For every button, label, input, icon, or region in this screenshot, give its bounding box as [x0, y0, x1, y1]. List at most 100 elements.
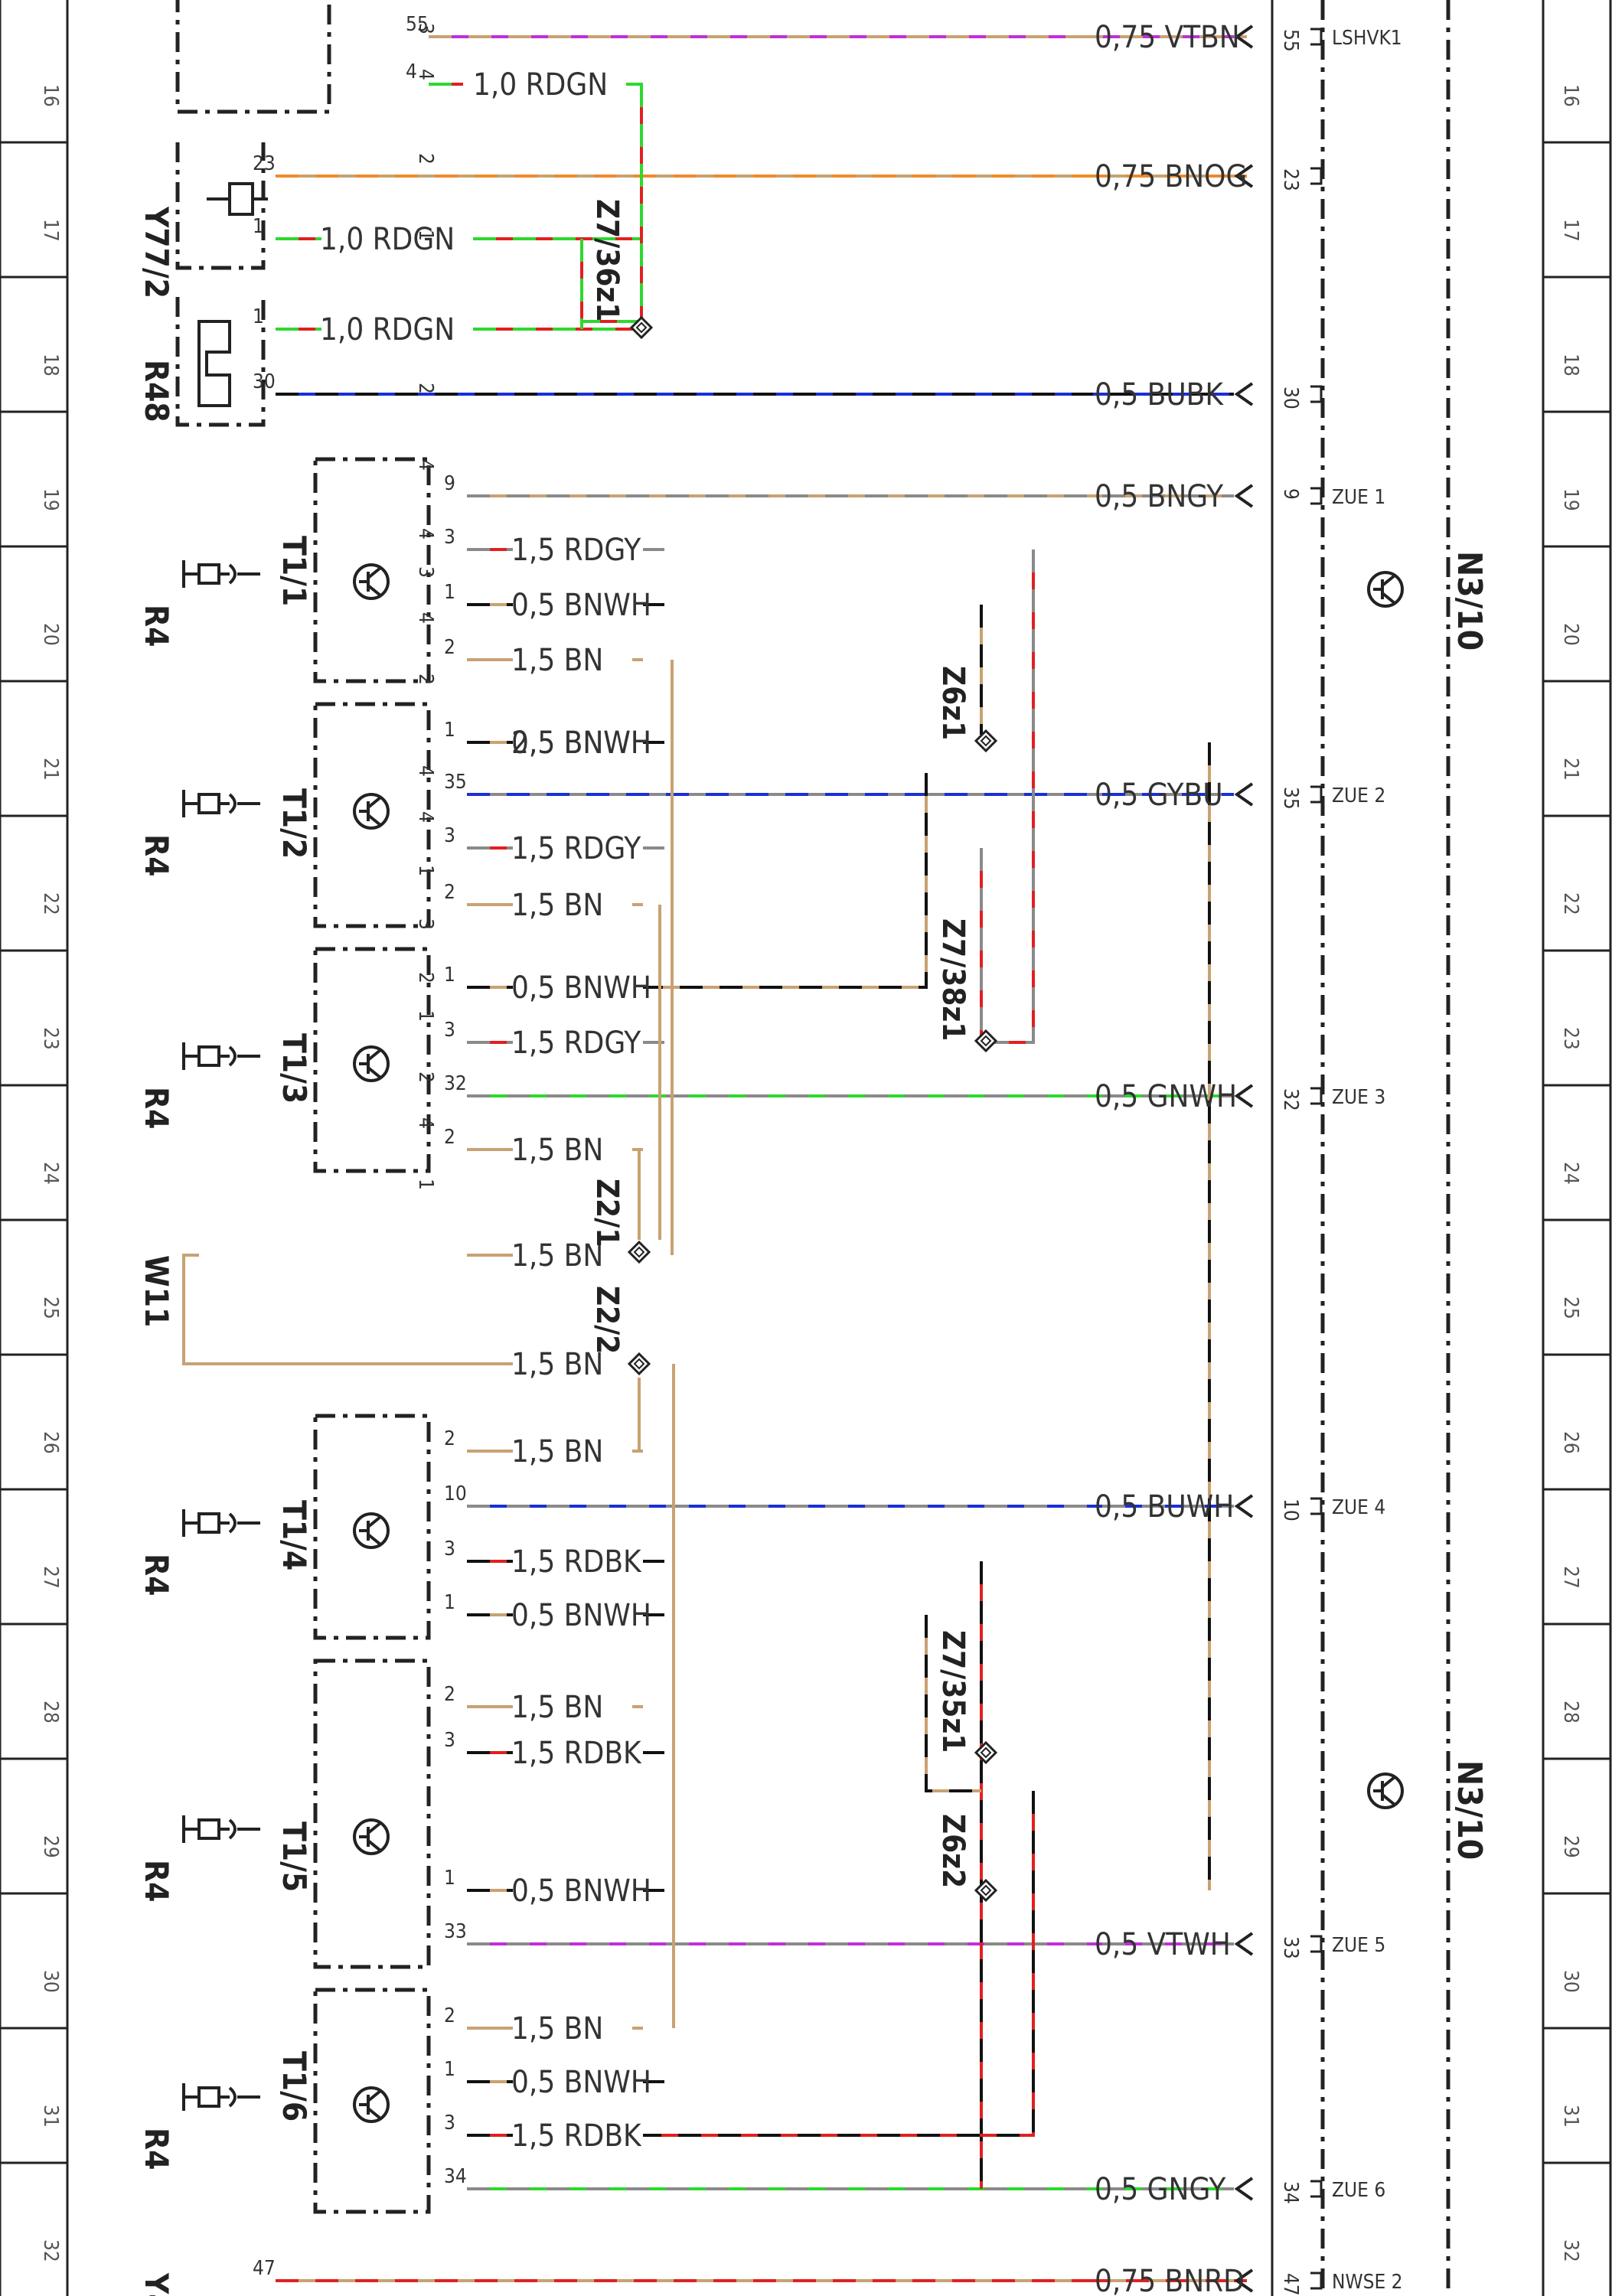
wire-label: 1,5 RDBK — [511, 1736, 642, 1771]
transistor-symbol-icon — [353, 563, 390, 600]
wire-label: 1,5 RDGY — [511, 831, 641, 866]
ecu-pin-arrow — [1234, 2268, 1254, 2293]
component-box-y77 — [175, 142, 266, 270]
splice-label: Z7/36z1 — [589, 199, 625, 321]
pin-number: 2 — [444, 636, 455, 659]
splice-point-inner — [980, 1884, 992, 1896]
ecu-pin-terminal — [1310, 2180, 1323, 2198]
ecu-pin-number: 10 — [1279, 1499, 1302, 1521]
splice-label: Z2/2 — [589, 1286, 625, 1354]
wire-label: 1,5 BN — [511, 1238, 603, 1274]
pin-number: 3 — [444, 2112, 455, 2135]
ecu-transistor-icon-glyph — [1373, 574, 1396, 605]
row-number-left: 22 — [39, 892, 62, 915]
component-layer — [175, 0, 1450, 2296]
ecu-pin-name: ZUE 3 — [1332, 1086, 1385, 1109]
transistor-symbol-icon — [353, 793, 390, 830]
row-number-right: 30 — [1559, 1970, 1582, 1993]
ecu-pin-terminal — [1310, 1935, 1323, 1953]
transistor-symbol-icon — [353, 1818, 390, 1855]
pin-number: 3 — [444, 1729, 455, 1752]
pin-number: 1 — [253, 215, 264, 238]
ecu-label: N3/10 — [1450, 551, 1489, 651]
ground-label: R4 — [138, 834, 175, 876]
transistor-symbol-icon-glyph — [359, 1821, 382, 1852]
pin-number: 34 — [444, 2165, 467, 2188]
vertical-run-stripe — [925, 1615, 981, 1792]
row-number-right: 25 — [1559, 1296, 1582, 1319]
ground-label: R4 — [138, 1860, 175, 1902]
vertical-run — [643, 1791, 1035, 2137]
module-pin-number: 1 — [414, 1179, 437, 1190]
pin-number: 2 — [444, 1126, 455, 1149]
transistor-module-box — [313, 1658, 431, 1969]
ecu-pin-arrow — [1234, 1084, 1254, 1108]
component-label: T1/3 — [276, 1033, 313, 1104]
wire-label: 0,5 BUBK — [1095, 377, 1224, 413]
module-pin-number: 3 — [414, 23, 437, 34]
pin-number: 2 — [444, 1683, 455, 1706]
ground-connector-icon — [182, 1815, 260, 1843]
row-number-left: 26 — [39, 1431, 62, 1454]
module-pin-number: 4 — [414, 765, 437, 777]
ground-label: R4 — [138, 2128, 175, 2170]
wire-label: 1,5 BN — [511, 2011, 603, 2047]
ecu-pin-terminal — [1310, 1497, 1323, 1515]
ground-connector-icon — [182, 1042, 260, 1070]
pin-number: 1 — [444, 719, 455, 742]
row-number-left: 24 — [39, 1162, 62, 1185]
ecu-pin-terminal — [1310, 167, 1323, 185]
module-pin-number: 1 — [414, 1010, 437, 1022]
ecu-pin-number: 32 — [1279, 1088, 1302, 1111]
module-pin-number: 1 — [414, 230, 437, 241]
transistor-symbol-icon — [353, 1512, 390, 1549]
wire-label: 1,0 RDGN — [320, 222, 455, 257]
transistor-symbol-icon-glyph — [359, 566, 382, 597]
wire-label: 1,5 BN — [511, 1434, 603, 1469]
wire-label: 1,5 RDBK — [511, 1544, 642, 1580]
ecu-pin-terminal — [1310, 2272, 1323, 2290]
wire-label: 0,75 BNOG — [1095, 159, 1247, 194]
pin-number: 3 — [444, 1538, 455, 1561]
solenoid-valve-icon — [207, 182, 268, 216]
component-label: T1/4 — [276, 1500, 313, 1570]
ecu-pin-arrow — [1234, 484, 1254, 508]
row-number-left: 17 — [39, 219, 62, 242]
row-number-left: 19 — [39, 488, 62, 511]
pin-number: 3 — [444, 526, 455, 549]
row-number-right: 32 — [1559, 2239, 1582, 2262]
transistor-module-box — [313, 457, 431, 683]
wire-label: 0,5 BUWH — [1095, 1489, 1234, 1525]
transistor-module-box — [313, 702, 431, 928]
module-pin-number: 4 — [414, 459, 437, 471]
splice-point-inner — [980, 735, 992, 747]
pin-number: 1 — [444, 1867, 455, 1890]
module-pin-number: 4 — [414, 69, 437, 80]
row-number-left: 28 — [39, 1701, 62, 1724]
splice-point-inner — [633, 1358, 645, 1370]
pin-number: 1 — [253, 305, 264, 328]
ecu-pin-number: 55 — [1279, 29, 1302, 52]
ecu-pin-arrow — [1234, 782, 1254, 807]
ecu-pin-number: 23 — [1279, 168, 1302, 191]
ecu-pin-terminal — [1310, 385, 1323, 403]
wire-label: 1,5 RDGY — [511, 533, 641, 568]
wire-label: 0,75 BNRD — [1095, 2264, 1245, 2296]
ground-connector-icon — [182, 560, 260, 588]
ecu-transistor-icon-2-glyph — [1373, 1776, 1396, 1806]
module-pin-number: 3 — [414, 566, 437, 578]
ground-connector-icon — [182, 1509, 260, 1537]
row-number-right: 26 — [1559, 1431, 1582, 1454]
ecu-pin-arrow — [1234, 382, 1254, 406]
wire-label: 0,5 GNGY — [1095, 2172, 1226, 2207]
component-label: Y77/2 — [138, 206, 175, 298]
pin-number: 10 — [444, 1482, 467, 1505]
module-pin-number: 2 — [414, 972, 437, 983]
splice-point — [627, 1352, 651, 1376]
ecu-pin-number: 30 — [1279, 386, 1302, 409]
transistor-symbol-icon-glyph — [359, 1515, 382, 1546]
ecu-pin-terminal — [1310, 785, 1323, 804]
transistor-symbol-icon — [353, 1045, 390, 1082]
pin-number: 30 — [253, 370, 276, 393]
